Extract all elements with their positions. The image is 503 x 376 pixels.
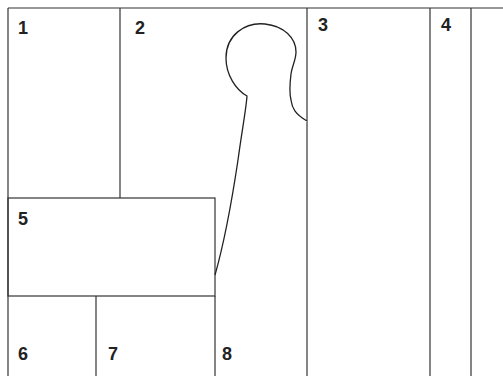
person-silhouette — [215, 24, 307, 275]
divider-line — [470, 8, 471, 376]
panel-rect — [8, 198, 215, 296]
region-number: 7 — [108, 344, 118, 364]
region-number: 3 — [318, 15, 328, 35]
top-edge — [8, 7, 503, 8]
divider-line — [95, 296, 96, 376]
region-number: 8 — [222, 344, 232, 364]
region-number: 6 — [18, 344, 28, 364]
left-edge — [7, 8, 8, 376]
region-number: 2 — [135, 18, 145, 38]
region-number: 1 — [18, 18, 28, 38]
divider-line — [214, 296, 215, 376]
region-number: 4 — [441, 15, 451, 35]
divider-line — [306, 8, 307, 376]
divider-line — [429, 8, 430, 376]
divider-line — [119, 8, 120, 198]
region-number: 5 — [18, 209, 28, 229]
